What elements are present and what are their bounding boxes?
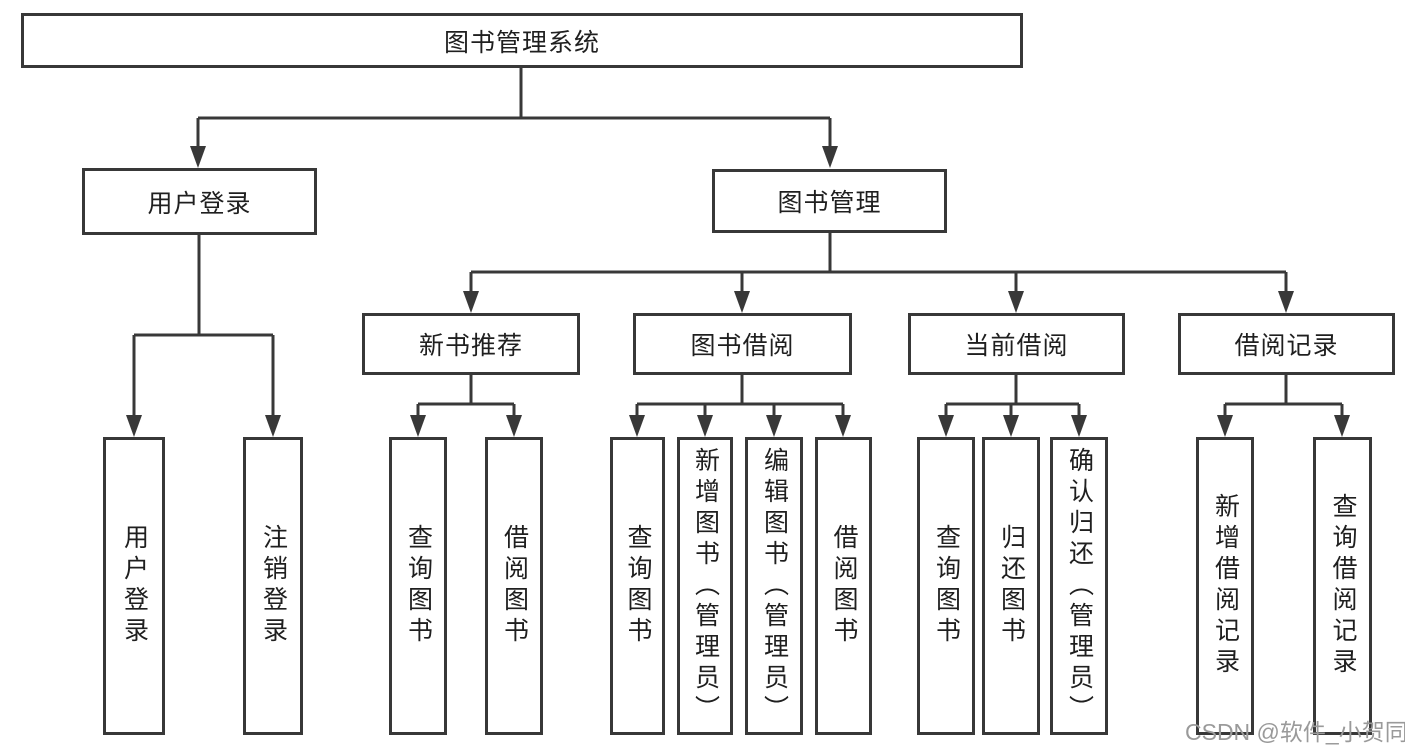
node-leaf-br-add-record: 新增借阅记录 — [1196, 437, 1254, 735]
node-leaf-user-login: 用户登录 — [103, 437, 165, 735]
watermark: CSDN @软件_小贺同学 — [1185, 719, 1405, 745]
node-leaf-rec-borrow-book: 借阅图书 — [485, 437, 543, 735]
arrowhead — [1008, 291, 1024, 313]
node-leaf-bb-add-book-label: 新增图书（管理员） — [691, 446, 720, 726]
arrowhead — [1278, 291, 1294, 313]
node-current-borrow: 当前借阅 — [908, 313, 1125, 375]
node-leaf-cb-confirm-return: 确认归还（管理员） — [1050, 437, 1108, 735]
node-current-borrow-label: 当前借阅 — [964, 332, 1069, 360]
node-leaf-user-login-label: 用户登录 — [120, 524, 149, 648]
arrowhead — [835, 415, 851, 437]
edge-root-to-level2 — [196, 68, 832, 147]
node-book-mgmt-label: 图书管理 — [777, 189, 882, 217]
node-new-book-rec-label: 新书推荐 — [418, 332, 523, 360]
node-book-mgmt: 图书管理 — [712, 169, 947, 233]
node-leaf-bb-borrow-book-label: 借阅图书 — [830, 524, 858, 648]
arrowhead — [822, 146, 838, 168]
arrowhead — [1003, 415, 1019, 437]
node-leaf-br-query-record: 查询借阅记录 — [1313, 437, 1372, 735]
node-leaf-cb-confirm-return-label: 确认归还（管理员） — [1065, 446, 1094, 726]
node-leaf-cb-query-book: 查询图书 — [917, 437, 975, 735]
arrowhead — [697, 415, 713, 437]
node-leaf-bb-query-book-label: 查询图书 — [624, 524, 652, 648]
arrowhead — [938, 415, 954, 437]
node-user-login-label: 用户登录 — [147, 189, 252, 218]
node-leaf-bb-add-book: 新增图书（管理员） — [677, 437, 733, 735]
node-borrow-records: 借阅记录 — [1178, 313, 1395, 375]
edge-current-borrow-to-leaves — [944, 375, 1081, 416]
arrowhead — [265, 415, 281, 437]
node-leaf-cb-return-book-label: 归还图书 — [997, 524, 1026, 648]
node-new-book-rec: 新书推荐 — [362, 313, 580, 375]
arrowhead — [734, 291, 750, 313]
arrowhead — [463, 291, 479, 313]
node-borrow-records-label: 借阅记录 — [1234, 332, 1339, 360]
node-leaf-cb-return-book: 归还图书 — [982, 437, 1040, 735]
node-leaf-bb-borrow-book: 借阅图书 — [815, 437, 872, 735]
arrowhead — [629, 415, 645, 437]
node-leaf-bb-edit-book: 编辑图书（管理员） — [745, 437, 803, 735]
node-leaf-logout-label: 注销登录 — [259, 524, 288, 648]
node-leaf-bb-edit-book-label: 编辑图书（管理员） — [760, 446, 789, 726]
arrowhead — [126, 415, 142, 437]
node-leaf-rec-borrow-book-label: 借阅图书 — [500, 524, 529, 648]
node-leaf-cb-query-book-label: 查询图书 — [932, 524, 961, 648]
node-leaf-bb-query-book: 查询图书 — [610, 437, 665, 735]
node-leaf-br-add-record-label: 新增借阅记录 — [1211, 493, 1240, 679]
edge-book-borrow-to-leaves — [635, 375, 845, 416]
edge-book-mgmt-to-level3 — [469, 233, 1288, 292]
arrowhead — [410, 415, 426, 437]
edge-borrow-records-to-leaves — [1223, 375, 1344, 416]
edge-user-login-to-leaves — [132, 235, 275, 416]
node-book-borrow: 图书借阅 — [633, 313, 852, 375]
node-leaf-logout: 注销登录 — [243, 437, 303, 735]
node-leaf-rec-query-book: 查询图书 — [389, 437, 447, 735]
arrowhead — [506, 415, 522, 437]
arrowhead — [1217, 415, 1233, 437]
arrowhead — [1334, 415, 1350, 437]
node-user-login: 用户登录 — [82, 168, 317, 235]
arrowhead — [766, 415, 782, 437]
arrowhead — [190, 146, 206, 168]
arrowhead — [1071, 415, 1087, 437]
node-leaf-br-query-record-label: 查询借阅记录 — [1329, 493, 1357, 679]
node-leaf-rec-query-book-label: 查询图书 — [404, 524, 433, 648]
node-book-borrow-label: 图书借阅 — [690, 332, 795, 360]
edge-new-book-rec-to-leaves — [416, 375, 516, 416]
node-root: 图书管理系统 — [21, 13, 1023, 68]
node-root-label: 图书管理系统 — [443, 28, 600, 57]
